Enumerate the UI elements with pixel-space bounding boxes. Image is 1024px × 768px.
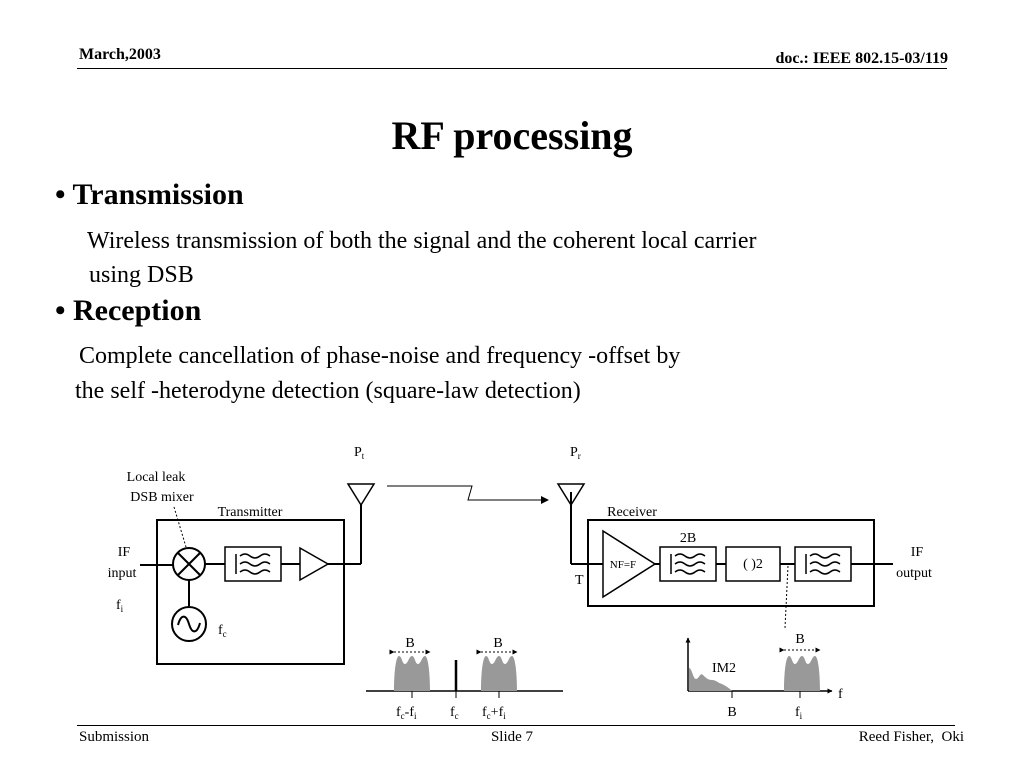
- bullet-dot: •: [55, 294, 66, 327]
- rx-signal-band: [784, 656, 820, 691]
- tx-filter-icon: [224, 546, 282, 582]
- im2-label: IM2: [712, 661, 736, 676]
- header-doc-id: doc.: IEEE 802.15-03/119: [775, 50, 948, 67]
- rx-b-label: B: [795, 632, 804, 647]
- tx-tick-label-fc: fc: [450, 705, 459, 721]
- spectrum-pointer: [784, 565, 789, 629]
- header-rule: [77, 68, 947, 69]
- mixer-icon: [172, 547, 206, 581]
- fi-input-label: fi: [116, 598, 124, 614]
- receiver-block: Pr T Receiver NF=F 2B ( )2 IF: [556, 445, 932, 629]
- transmitter-label: Transmitter: [218, 505, 283, 520]
- tx-b-left-label: B: [405, 636, 414, 651]
- bullet-dot: •: [55, 178, 66, 211]
- dsb-mixer-label: DSB mixer: [130, 490, 194, 505]
- bullet-transmission: • Transmission: [55, 178, 244, 212]
- tx-antenna-icon: [346, 483, 376, 507]
- wireless-link-arrow: [387, 485, 549, 504]
- tx-lower-sideband: [394, 656, 430, 691]
- rx-tick-label-fi: fi: [795, 705, 803, 721]
- if-input-label-2: input: [108, 566, 137, 581]
- rx-filter-icon: [659, 546, 717, 582]
- tx-tick-label-fc-minus-fi: fc-fi: [396, 705, 417, 721]
- oscillator-icon: [171, 606, 207, 642]
- transmission-line-1: Wireless transmission of both the signal…: [87, 228, 757, 254]
- leak-pointer: [173, 506, 187, 548]
- tx-upper-sideband: [481, 656, 517, 691]
- pt-label: Pt: [354, 445, 365, 461]
- transmitter-box: [156, 519, 345, 665]
- transmitter-block: Transmitter Local leak DSB mixer IF inpu…: [108, 445, 376, 665]
- rx-tick-label-b: B: [727, 705, 736, 720]
- bullet-heading-transmission: Transmission: [72, 178, 244, 211]
- tx-spectrum: B B fc-fi fc fc+fi: [366, 636, 563, 721]
- header-date: March,2003: [79, 46, 161, 63]
- t-label: T: [575, 573, 584, 588]
- receiver-label: Receiver: [607, 505, 657, 520]
- footer-author: Reed Fisher, Oki: [858, 729, 964, 745]
- transmission-line-2: using DSB: [89, 262, 194, 288]
- bullet-heading-reception: Reception: [73, 294, 202, 327]
- tx-b-right-label: B: [493, 636, 502, 651]
- if-output-label-2: output: [896, 566, 932, 581]
- nf-label: NF=F: [610, 559, 636, 571]
- reception-line-2: the self -heterodyne detection (square-l…: [75, 378, 581, 404]
- im2-product: [689, 668, 732, 691]
- square-law-label: ( )2: [743, 557, 763, 572]
- fc-osc-label: fc: [218, 623, 227, 639]
- reception-line-1: Complete cancellation of phase-noise and…: [79, 343, 681, 369]
- tx-tick-label-fc-plus-fi: fc+fi: [482, 705, 506, 721]
- lna-amplifier-icon: [602, 529, 657, 599]
- footer-submission: Submission: [79, 729, 150, 745]
- rx-spectrum: f IM2 B B fi: [685, 632, 843, 721]
- footer-slide-number: Slide 7: [490, 729, 534, 745]
- local-leak-label: Local leak: [127, 470, 186, 485]
- rx-axis-f-label: f: [838, 687, 843, 702]
- tx-amplifier-icon: [299, 546, 330, 582]
- square-law-detector: [725, 546, 781, 582]
- if-output-label-1: IF: [911, 545, 924, 560]
- if-input-label-1: IF: [118, 545, 131, 560]
- pr-label: Pr: [570, 445, 581, 461]
- slide-title: RF processing: [391, 113, 633, 158]
- if-filter-icon: [794, 546, 852, 582]
- footer-rule: [77, 725, 955, 726]
- bullet-reception: • Reception: [55, 294, 201, 328]
- bandwidth-label: 2B: [680, 531, 696, 546]
